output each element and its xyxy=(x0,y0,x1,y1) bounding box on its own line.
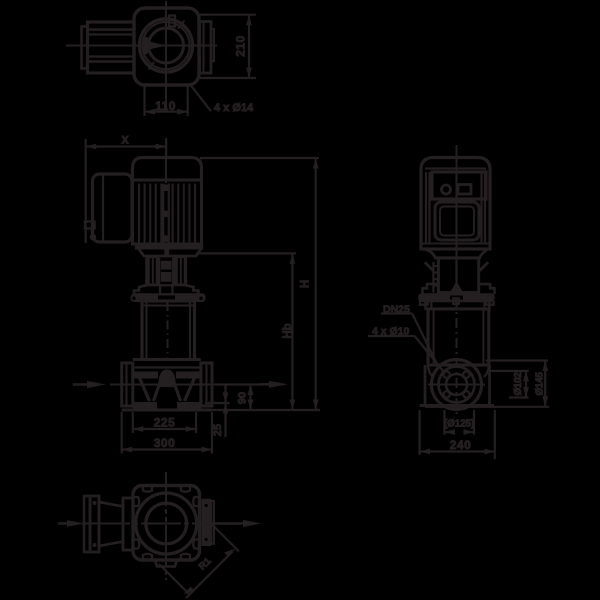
svg-text:X: X xyxy=(121,135,129,147)
svg-text:90: 90 xyxy=(237,392,249,404)
svg-text:240: 240 xyxy=(450,438,472,452)
svg-text:225: 225 xyxy=(154,416,176,430)
svg-text:4 x Ø10: 4 x Ø10 xyxy=(372,326,410,338)
svg-text:300: 300 xyxy=(154,436,176,450)
svg-text:25: 25 xyxy=(212,424,224,436)
svg-text:210: 210 xyxy=(234,35,248,57)
svg-text:R1: R1 xyxy=(197,556,214,573)
svg-text:Hb: Hb xyxy=(282,323,294,338)
svg-text:(Ø125): (Ø125) xyxy=(444,419,474,430)
svg-text:H: H xyxy=(300,280,312,288)
svg-text:110: 110 xyxy=(155,99,176,113)
svg-text:Ø102: Ø102 xyxy=(513,372,524,396)
svg-text:Ø145: Ø145 xyxy=(535,372,546,396)
svg-text:4 x Ø14: 4 x Ø14 xyxy=(214,102,254,114)
